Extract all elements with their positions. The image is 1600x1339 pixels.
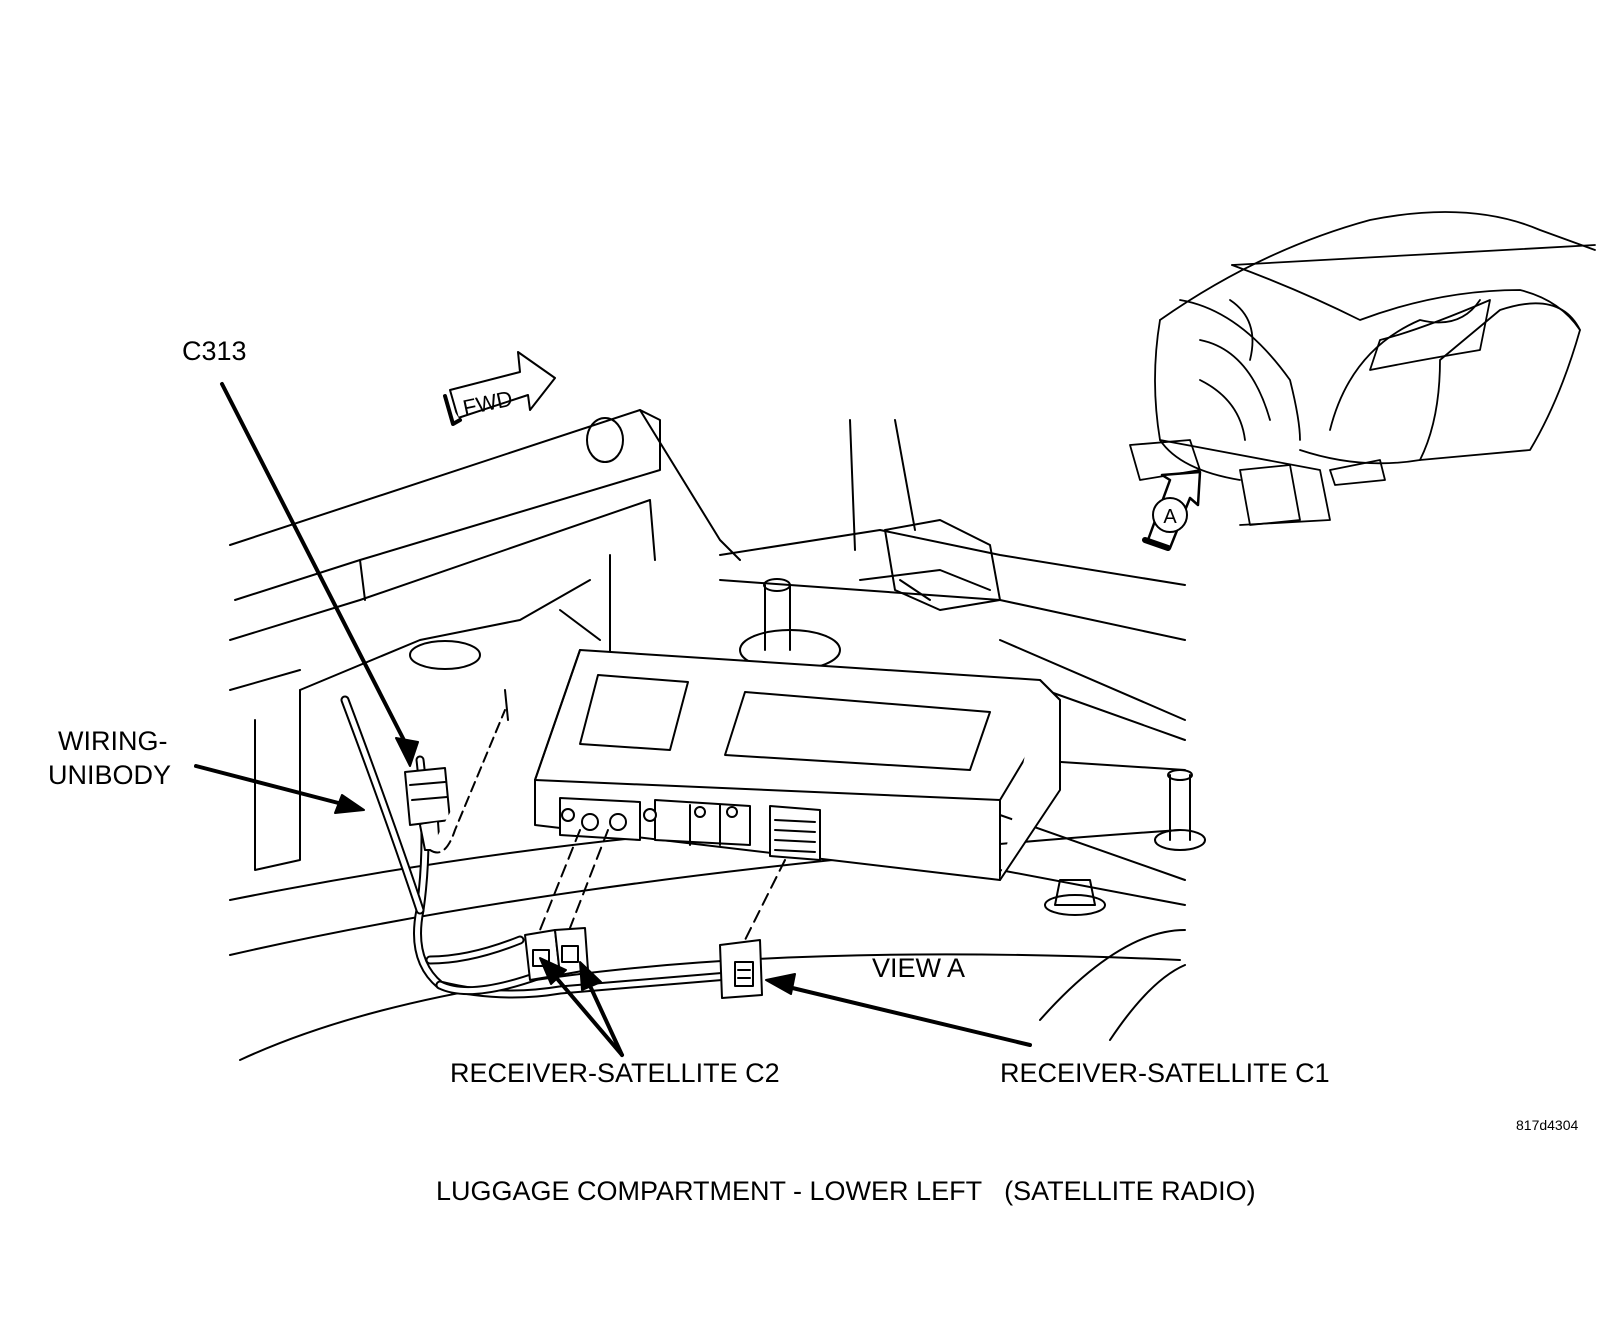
forward-arrow-icon: FWD bbox=[443, 351, 556, 426]
connector-c313 bbox=[404, 689, 509, 854]
leader-arrows bbox=[194, 382, 1032, 1057]
label-receiver-c1: RECEIVER-SATELLITE C1 bbox=[1000, 1058, 1330, 1088]
label-wiring-line2: UNIBODY bbox=[48, 760, 172, 790]
label-view-a: VIEW A bbox=[872, 953, 966, 983]
label-c313: C313 bbox=[182, 336, 247, 366]
figure-code: 817d4304 bbox=[1516, 1117, 1579, 1133]
label-wiring-line1: WIRING- bbox=[58, 726, 168, 756]
view-marker-a: A bbox=[1163, 506, 1177, 528]
satellite-receiver-module bbox=[534, 649, 1061, 881]
connector-mating-lines bbox=[539, 829, 786, 941]
connector-receiver-c1 bbox=[719, 939, 763, 999]
figure-caption: LUGGAGE COMPARTMENT - LOWER LEFT (SATELL… bbox=[436, 1176, 1256, 1206]
vehicle-locator-inset: A bbox=[1129, 211, 1596, 551]
label-receiver-c2: RECEIVER-SATELLITE C2 bbox=[450, 1058, 780, 1088]
